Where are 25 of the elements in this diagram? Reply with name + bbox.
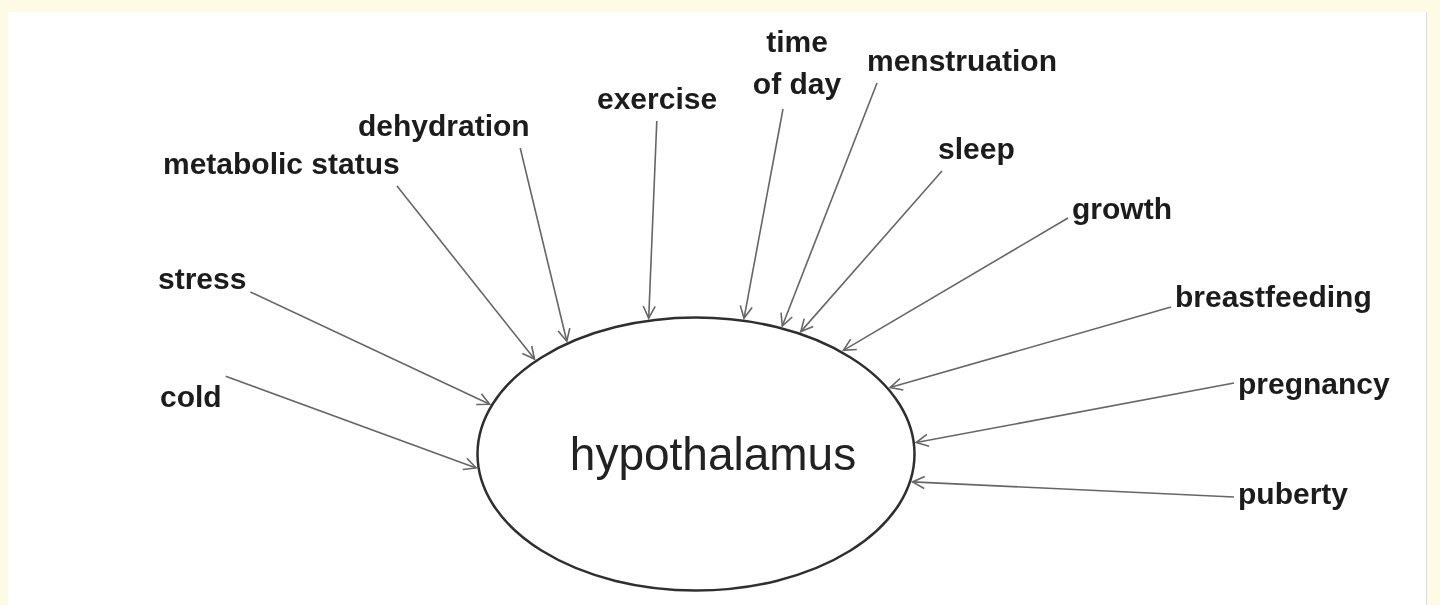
factor-label: exercise (597, 81, 718, 117)
factor-label: sleep (938, 131, 1015, 167)
factor-label: dehydration (358, 108, 530, 144)
factor-label: metabolic status (163, 146, 400, 182)
arrow (800, 170, 943, 333)
factor-label: time of day (751, 21, 843, 105)
arrow (519, 147, 571, 342)
arrow (249, 291, 491, 406)
factor-label: cold (160, 379, 222, 415)
arrow (915, 382, 1235, 447)
arrow (842, 217, 1069, 352)
arrow (911, 475, 1235, 498)
factor-label: menstruation (867, 43, 1058, 79)
arrow (780, 82, 878, 327)
factor-label: pregnancy (1238, 366, 1390, 402)
factor-label: growth (1072, 191, 1172, 227)
arrow (396, 185, 536, 360)
factor-label: stress (158, 261, 247, 297)
arrow (224, 375, 477, 471)
factor-label: breastfeeding (1175, 279, 1372, 315)
factor-label: puberty (1238, 476, 1348, 512)
ellipse (476, 316, 916, 592)
arrow (739, 108, 784, 320)
arrow (889, 306, 1172, 391)
arrow (642, 120, 658, 319)
